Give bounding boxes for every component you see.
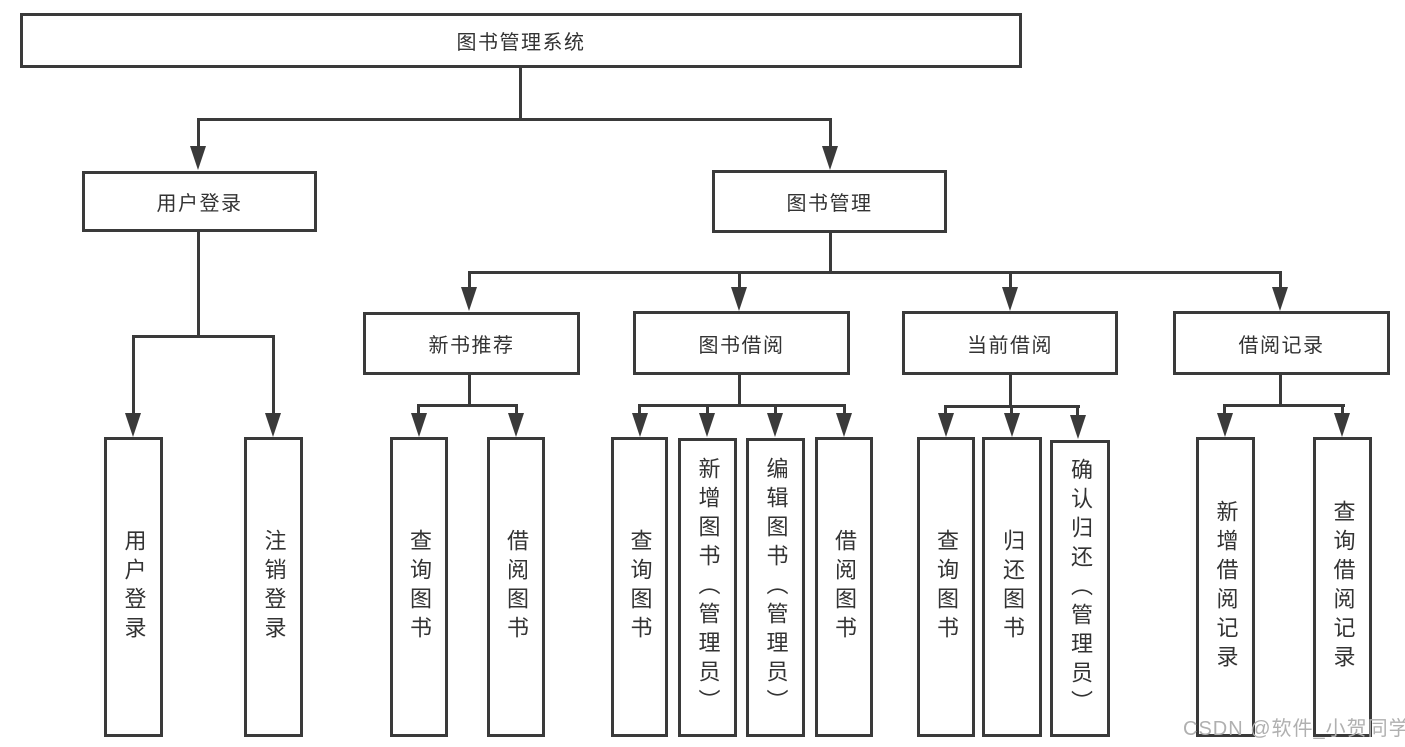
- node-logout: 注销登录: [244, 437, 303, 737]
- arrow-down-icon: [1217, 413, 1233, 437]
- node-borrow-books-recommend: 借阅图书: [487, 437, 545, 737]
- node-user-login: 用户登录: [82, 171, 317, 232]
- connector-drop-book-mgmt: [829, 118, 832, 148]
- node-borrow-records: 借阅记录: [1173, 311, 1390, 375]
- connector-drop-br-query: [1341, 404, 1344, 417]
- arrow-down-icon: [461, 287, 477, 311]
- node-query-books-current: 查询图书: [917, 437, 975, 737]
- arrow-down-icon: [731, 287, 747, 311]
- connector-drop-br-add: [1223, 404, 1226, 417]
- connector-l2-rail: [197, 118, 832, 121]
- arrow-down-icon: [938, 413, 954, 437]
- arrow-down-icon: [411, 413, 427, 437]
- node-current-borrow: 当前借阅: [902, 311, 1118, 375]
- node-add-book-admin: 新增图书（管理员）: [678, 438, 737, 737]
- connector-drop-bb-query: [638, 404, 641, 417]
- arrow-down-icon: [699, 413, 715, 437]
- connector-drop-new-book-rec: [468, 271, 471, 291]
- node-query-borrow-record: 查询借阅记录: [1313, 437, 1372, 737]
- connector-drop-nb-borrow: [515, 404, 518, 417]
- arrow-down-icon: [1004, 413, 1020, 437]
- connector-user-login-rail: [132, 335, 275, 338]
- connector-drop-user-login: [197, 118, 200, 148]
- arrow-down-icon: [1002, 287, 1018, 311]
- arrow-down-icon: [632, 413, 648, 437]
- node-query-books-borrow: 查询图书: [611, 437, 668, 737]
- arrow-down-icon: [508, 413, 524, 437]
- connector-drop-book-borrow: [738, 271, 741, 291]
- node-book-borrow: 图书借阅: [633, 311, 850, 375]
- connector-borrow-records-rail: [1223, 404, 1345, 407]
- node-library-system: 图书管理系统: [20, 13, 1022, 68]
- connector-drop-borrow-records: [1279, 271, 1282, 291]
- connector-drop-cb-query: [944, 405, 947, 417]
- node-book-management: 图书管理: [712, 170, 947, 233]
- connector-drop-bb-borrow: [843, 404, 846, 417]
- connector-drop-cb-confirm: [1076, 405, 1079, 418]
- arrow-down-icon: [767, 413, 783, 437]
- connector-drop-login: [132, 335, 135, 417]
- node-query-books-recommend: 查询图书: [390, 437, 448, 737]
- arrow-down-icon: [1334, 413, 1350, 437]
- connector-book-mgmt-stem: [829, 233, 832, 274]
- connector-new-book-rec-stem: [468, 374, 471, 407]
- node-return-books: 归还图书: [982, 437, 1042, 737]
- node-confirm-return-admin: 确认归还（管理员）: [1050, 440, 1110, 737]
- arrow-down-icon: [265, 413, 281, 437]
- connector-borrow-records-stem: [1279, 375, 1282, 407]
- node-edit-book-admin: 编辑图书（管理员）: [746, 438, 805, 737]
- csdn-watermark: CSDN @软件_小贺同学: [1183, 718, 1405, 740]
- connector-drop-cb-return: [1010, 405, 1013, 417]
- node-add-borrow-record: 新增借阅记录: [1196, 437, 1255, 737]
- node-login: 用户登录: [104, 437, 163, 737]
- arrow-down-icon: [1272, 287, 1288, 311]
- connector-drop-bb-edit: [774, 404, 777, 417]
- connector-l3-rail: [468, 271, 1282, 274]
- arrow-down-icon: [822, 146, 838, 170]
- arrow-down-icon: [125, 413, 141, 437]
- arrow-down-icon: [836, 413, 852, 437]
- connector-drop-bb-add: [706, 404, 709, 417]
- connector-book-borrow-rail: [638, 404, 846, 407]
- connector-book-borrow-stem: [738, 374, 741, 407]
- connector-drop-current-borrow: [1009, 271, 1012, 291]
- arrow-down-icon: [190, 146, 206, 170]
- connector-drop-nb-query: [417, 404, 420, 417]
- connector-new-book-rec-rail: [417, 404, 518, 407]
- connector-user-login-stem: [197, 232, 200, 338]
- connector-current-borrow-stem: [1009, 375, 1012, 407]
- connector-root-stem: [519, 66, 522, 119]
- node-new-book-recommend: 新书推荐: [363, 312, 580, 375]
- arrow-down-icon: [1070, 415, 1086, 439]
- node-borrow-books-borrow: 借阅图书: [815, 437, 873, 737]
- connector-drop-logout: [272, 335, 275, 417]
